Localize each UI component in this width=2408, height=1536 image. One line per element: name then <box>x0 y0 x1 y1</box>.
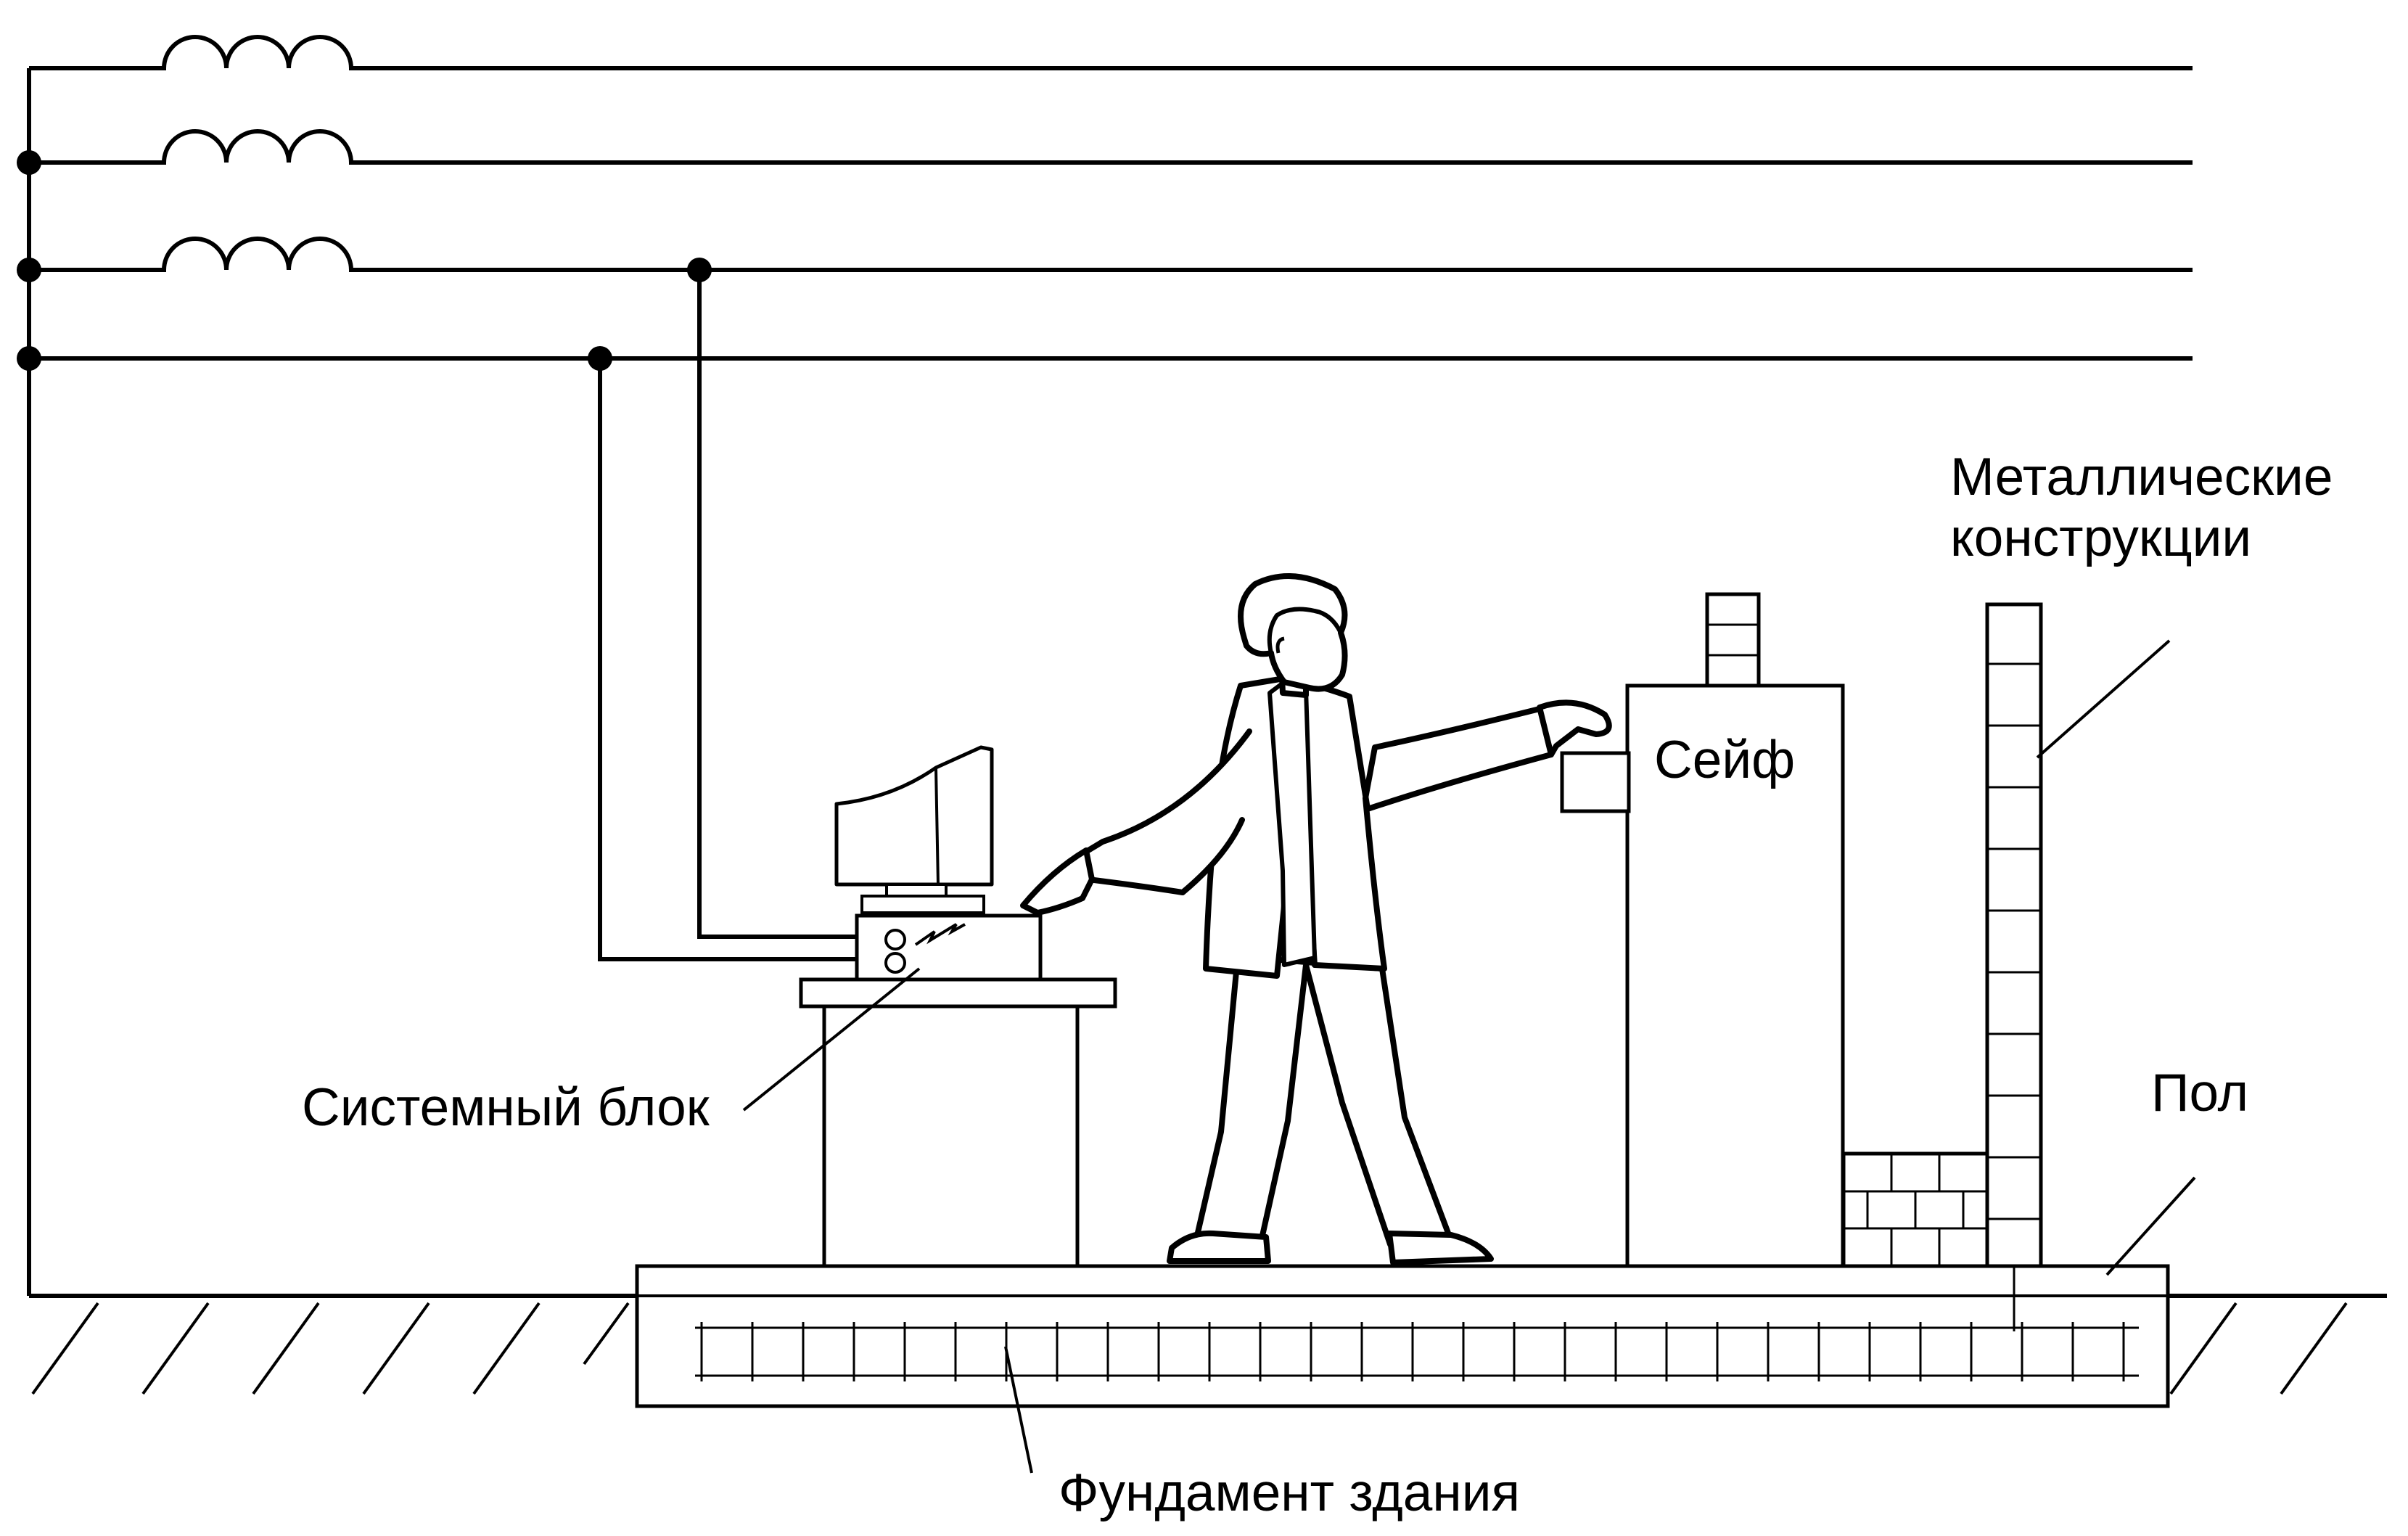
desk-top <box>799 977 1117 1009</box>
system-unit <box>855 913 1043 982</box>
metal-structure <box>1841 602 2043 1331</box>
person-left-hand <box>1020 847 1095 916</box>
feed-wire-phase <box>697 270 857 939</box>
label-metal-structures-line1: Металлические <box>1950 448 2333 506</box>
person-shoe-left <box>1167 1230 1271 1264</box>
leader-lines <box>742 639 2196 1474</box>
building-foundation <box>635 1264 2170 1408</box>
leader-metal-structure <box>2036 639 2171 759</box>
junction-dot <box>17 150 41 175</box>
ground-hatching <box>31 1302 2348 1395</box>
label-floor: Пол <box>2151 1064 2248 1122</box>
person-legs <box>1194 953 1454 1247</box>
spark-icon <box>914 923 966 946</box>
leader-foundation <box>1004 1346 1033 1474</box>
computer-desk <box>799 745 1117 1266</box>
person-jacket <box>1203 675 1554 979</box>
label-safe: Сейф <box>1654 731 1795 789</box>
label-foundation: Фундамент здания <box>1059 1463 1520 1522</box>
pipe-rungs <box>1707 623 1759 657</box>
monitor-stand <box>885 883 948 898</box>
leader-system-unit <box>742 967 921 1112</box>
system-unit-button <box>884 952 906 974</box>
monitor-base <box>860 895 985 914</box>
safe-door-handle <box>1560 751 1631 813</box>
desk-legs <box>822 1006 1080 1266</box>
person-figure <box>1020 573 1612 1265</box>
leader-floor <box>2105 1176 2196 1276</box>
brick-joints <box>1844 1154 1987 1266</box>
junction-dot <box>17 346 41 371</box>
feed-wire-neutral <box>598 358 857 961</box>
power-lines <box>17 35 2193 1296</box>
safe <box>1560 592 1845 1268</box>
line-2 <box>29 129 2193 165</box>
person-hair <box>1267 607 1343 655</box>
column-rungs <box>1987 662 2041 1220</box>
person-shoe-right <box>1386 1231 1494 1265</box>
safe-pipe <box>1705 592 1761 688</box>
monitor-back <box>934 767 940 885</box>
person-left-arm <box>1078 728 1252 895</box>
person-head <box>1238 573 1348 692</box>
line-3 <box>29 237 2193 272</box>
label-metal-structures-line2: конструкции <box>1950 509 2251 567</box>
line-1 <box>29 35 2193 70</box>
metal-column <box>1985 602 2043 1268</box>
safe-body <box>1625 683 1845 1268</box>
floor-slab <box>635 1264 2170 1408</box>
system-unit-button <box>884 929 906 950</box>
person-ear <box>1275 636 1285 654</box>
monitor-screen <box>834 745 994 887</box>
ground-earth <box>29 1294 2387 1395</box>
labels: Металлические конструкции Сейф Системный… <box>302 448 2333 1522</box>
junction-dot <box>17 258 41 282</box>
label-system-unit: Системный блок <box>302 1078 710 1137</box>
pc-feed-wires <box>588 258 857 961</box>
person-right-hand <box>1537 699 1612 757</box>
